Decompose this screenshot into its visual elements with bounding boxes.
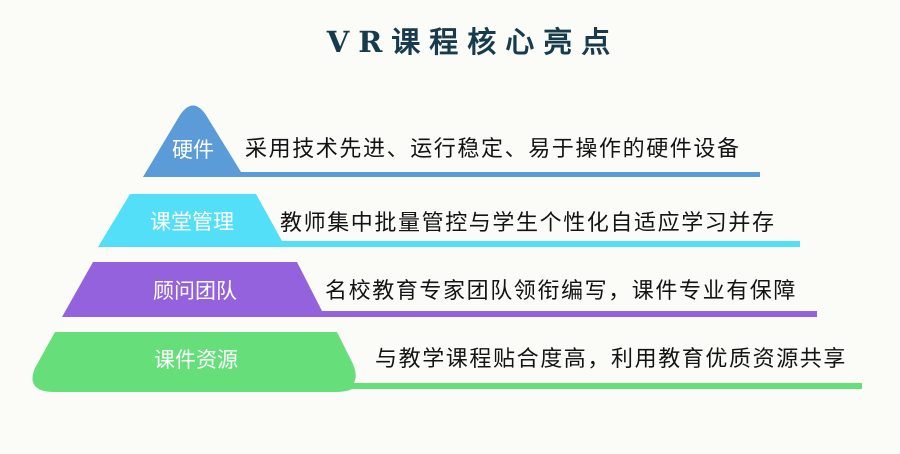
pyramid-level-2-description: 教师集中批量管控与学生个性化自适应学习并存 (280, 211, 776, 236)
page-title: VR课程核心亮点 (326, 25, 620, 59)
pyramid-level-2-shape (98, 194, 800, 247)
pyramid-level-2-label: 课堂管理 (150, 210, 234, 234)
pyramid-level-3-description: 名校教育专家团队领衔编写，课件专业有保障 (325, 279, 798, 304)
pyramid-level-3-shape (62, 262, 817, 317)
pyramid-level-1-label: 硬件 (172, 138, 214, 162)
pyramid-level-1-description: 采用技术先进、运行稳定、易于操作的硬件设备 (245, 137, 741, 162)
pyramid-level-1-shape (143, 105, 760, 177)
pyramid-level-4-shape (32, 332, 862, 392)
pyramid-level-4-label: 课件资源 (154, 348, 238, 372)
pyramid-level-4-description: 与教学课程贴合度高，利用教育优质资源共享 (375, 347, 848, 372)
pyramid-level-3-label: 顾问团队 (153, 279, 237, 303)
